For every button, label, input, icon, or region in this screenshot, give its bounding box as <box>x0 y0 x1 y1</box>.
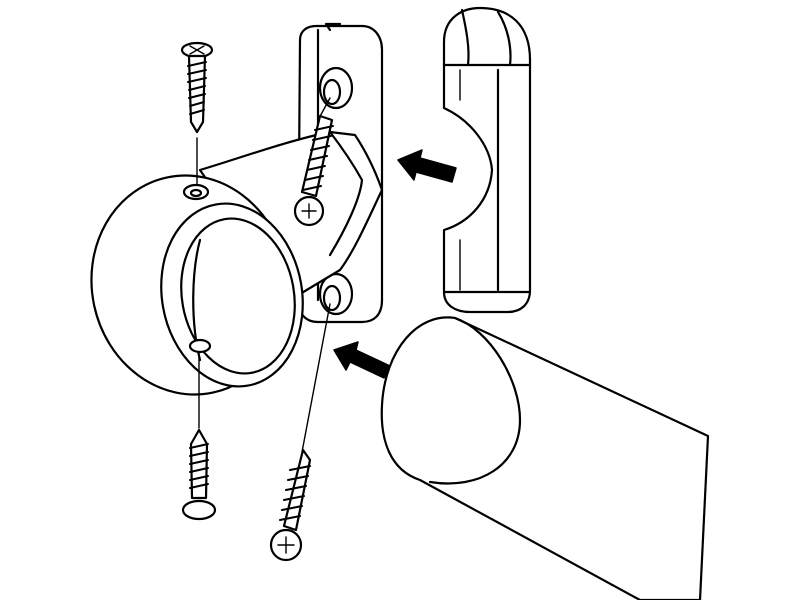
arrow-insert-cover <box>397 149 457 183</box>
wood-screw <box>269 303 331 562</box>
lower-screw-hole <box>318 272 354 316</box>
closet-rod <box>380 316 710 600</box>
end-cap-cover <box>442 6 532 314</box>
upper-screw-hole <box>318 66 354 110</box>
wood-screw <box>181 351 217 521</box>
rod-socket-bracket <box>90 130 384 396</box>
arrow-insert-rod <box>333 341 391 379</box>
wood-screw <box>180 41 214 186</box>
wood-screw <box>293 97 334 227</box>
